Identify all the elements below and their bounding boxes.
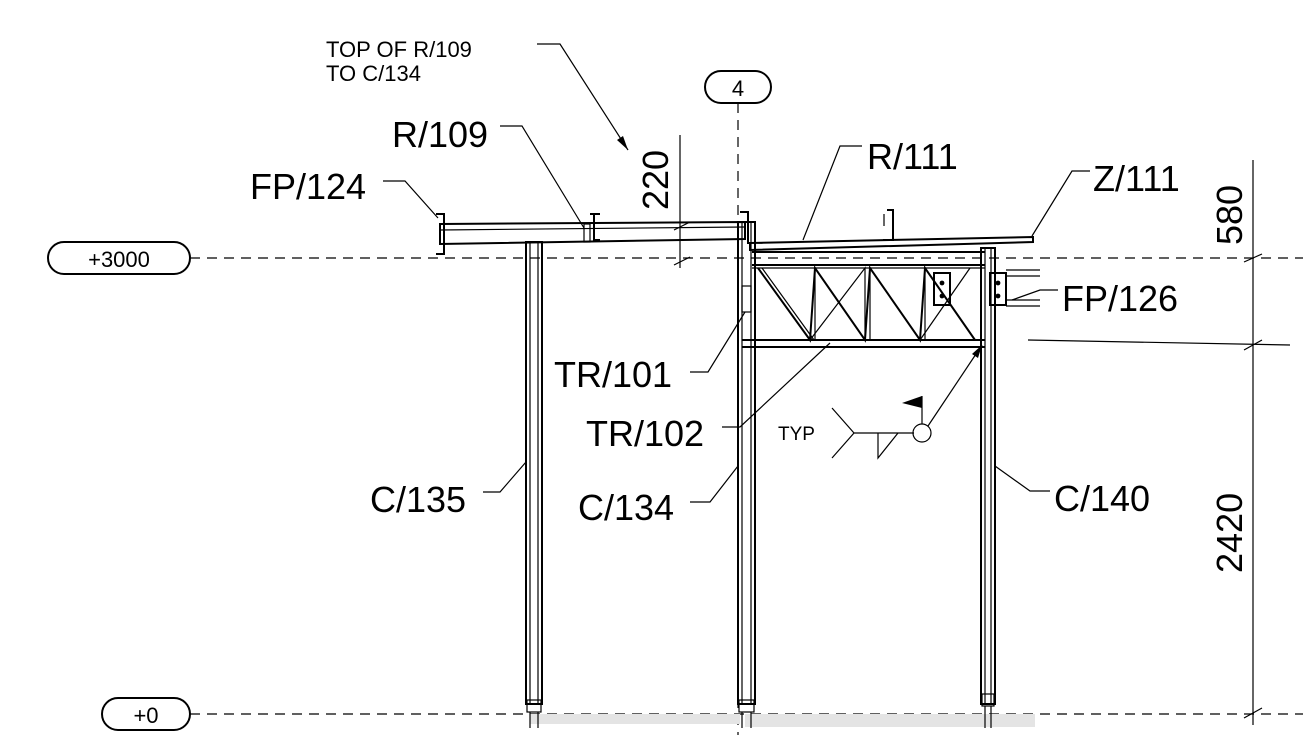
label-c135-text: C/135: [370, 479, 466, 520]
label-tr102-text: TR/102: [586, 413, 704, 454]
label-tr101: TR/101: [554, 311, 746, 395]
label-fp126-text: FP/126: [1062, 278, 1178, 319]
weld-all-around-icon: [912, 423, 932, 443]
level-marker-top: +3000: [47, 241, 1303, 275]
label-r111-text: R/111: [867, 136, 958, 177]
label-c140: C/140: [994, 465, 1150, 519]
label-c135: C/135: [370, 461, 527, 520]
dimension-label-220: 220: [635, 150, 676, 210]
level-label-ground: +0: [133, 703, 158, 728]
tr101-plate: [741, 285, 752, 313]
label-c134: C/134: [578, 465, 739, 528]
truss: [741, 251, 985, 348]
flange-plate-fp126: [933, 269, 1040, 307]
column-c135: [525, 241, 543, 728]
column-c134: [737, 221, 756, 728]
field-weld-flag-icon: [902, 396, 922, 408]
ground-slab-left: [530, 714, 740, 724]
grid-label: 4: [732, 76, 744, 101]
note-line-2: TO C/134: [326, 61, 421, 86]
label-r109: R/109: [392, 114, 585, 229]
ground-slab-right: [745, 714, 1035, 727]
level-marker-ground: +0: [101, 697, 1303, 731]
label-z111: Z/111: [1031, 158, 1180, 237]
weld-symbol: TYP: [778, 344, 983, 460]
label-fp124: FP/124: [250, 166, 439, 219]
note-top-of-r109: TOP OF R/109 TO C/134: [326, 37, 629, 151]
rafter-r109: [436, 211, 749, 255]
label-fp126: FP/126: [1011, 278, 1178, 319]
label-tr101-text: TR/101: [554, 354, 672, 395]
note-line-1: TOP OF R/109: [326, 37, 472, 62]
rafter-r111: [749, 209, 1034, 252]
dimension-label-580: 580: [1209, 185, 1250, 245]
dimension-chain-right: 580 2420: [1027, 160, 1291, 725]
label-tr102: TR/102: [586, 342, 831, 454]
column-c140: [980, 247, 996, 728]
label-fp124-text: FP/124: [250, 166, 366, 207]
dimension-label-2420: 2420: [1209, 493, 1250, 573]
label-r111: R/111: [802, 136, 958, 241]
label-z111-text: Z/111: [1093, 158, 1180, 199]
level-label-top: +3000: [88, 247, 150, 272]
label-c134-text: C/134: [578, 487, 674, 528]
dimension-220: 220: [635, 135, 691, 268]
label-c140-text: C/140: [1054, 478, 1150, 519]
label-r109-text: R/109: [392, 114, 488, 155]
weld-typ-text: TYP: [778, 424, 815, 445]
